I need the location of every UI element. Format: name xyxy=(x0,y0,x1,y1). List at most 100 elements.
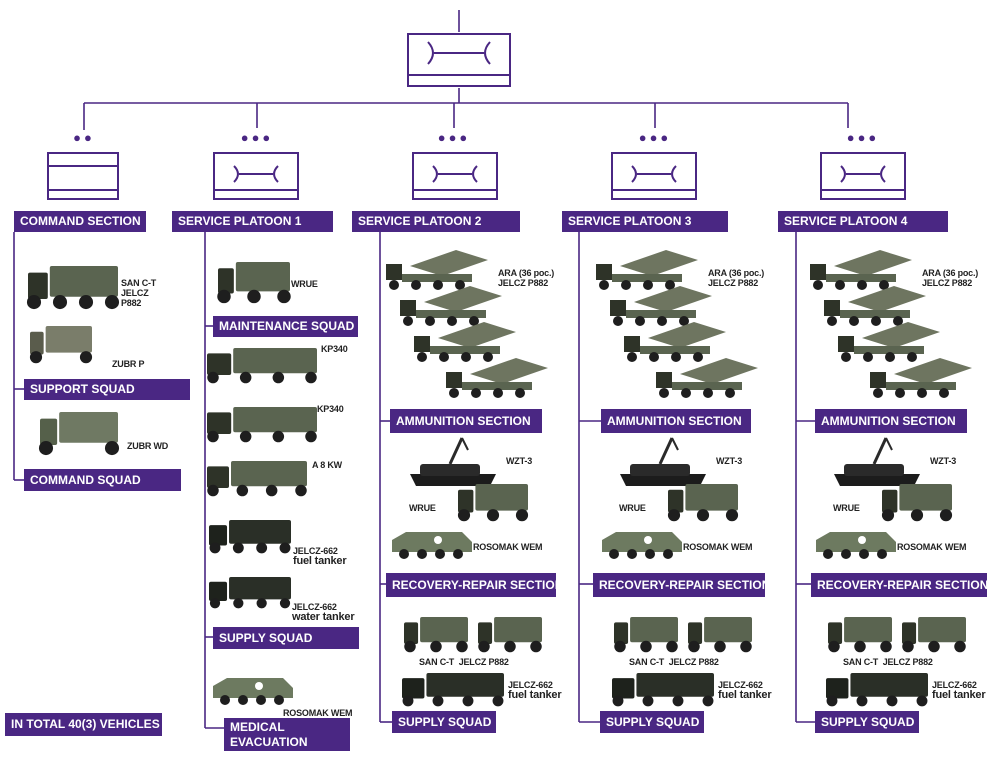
wrue-p1-text: WRUE xyxy=(291,279,318,289)
echelon-dots-icon: ●●● xyxy=(437,130,471,145)
p4-ammunition-section-label: AMMUNITION SECTION xyxy=(815,409,967,433)
echelon-dots-icon: ●● xyxy=(73,130,95,145)
vehicle-total-label: IN TOTAL 40(3) VEHICLES xyxy=(5,713,162,736)
zubr-p-vehicle-icon xyxy=(29,326,93,364)
jelcz-water-tanker-icon xyxy=(209,577,291,609)
echelon-dots-icon: ●●● xyxy=(638,130,672,145)
ara-truck-icon xyxy=(610,286,712,326)
wrue-truck-icon xyxy=(457,484,529,522)
jelcz-fuel-tanker-icon xyxy=(209,520,291,554)
san-ct-truck-icon xyxy=(404,617,468,653)
wrue-truck-icon xyxy=(667,484,739,522)
jelcz-fuel-p1-sub: fuel tanker xyxy=(293,555,347,567)
p2-recovery-repair-section-label: RECOVERY-REPAIR SECTION xyxy=(386,573,563,597)
p2-ara-text: ARA (36 poc.) JELCZ P882 xyxy=(498,268,555,288)
ara-truck-icon xyxy=(386,250,488,290)
ara-truck-icon xyxy=(824,286,926,326)
battalion-maintenance-symbol-icon xyxy=(407,33,511,87)
p4-ara-text: ARA (36 poc.) JELCZ P882 xyxy=(922,268,979,288)
rosomak-wem-icon xyxy=(213,678,293,705)
ara-truck-icon xyxy=(656,358,758,398)
p4-wzt3-text: WZT-3 xyxy=(930,456,956,466)
p2-jelcz-fuel-sub: fuel tanker xyxy=(508,689,562,701)
rosomak-wem-icon xyxy=(602,532,682,559)
p3-ammunition-section-label: AMMUNITION SECTION xyxy=(601,409,751,433)
p2-supply-squad-label: SUPPLY SQUAD xyxy=(392,711,496,733)
supply-squad-label: SUPPLY SQUAD xyxy=(213,627,359,649)
p4-wrue-text: WRUE xyxy=(833,503,860,513)
ara-truck-icon xyxy=(870,358,972,398)
command-section-header: COMMAND SECTION xyxy=(14,211,146,232)
jelcz-p882-truck-icon xyxy=(902,617,966,653)
rosomak-wem-icon xyxy=(392,532,472,559)
service-platoon-1-header: SERVICE PLATOON 1 xyxy=(172,211,333,232)
p3-wzt3-text: WZT-3 xyxy=(716,456,742,466)
support-squad-label: SUPPORT SQUAD xyxy=(24,379,190,400)
jelcz-fuel-tanker-icon xyxy=(826,673,928,707)
p3-recovery-repair-section-label: RECOVERY-REPAIR SECTION xyxy=(593,573,770,597)
p2-ammunition-section-label: AMMUNITION SECTION xyxy=(390,409,542,433)
kp340-b-text: KP340 xyxy=(317,404,344,414)
rosomak-p1-text: ROSOMAK WEM xyxy=(283,708,353,718)
p3-jelcz-fuel-model: JELCZ-662 xyxy=(718,680,763,690)
platoon-maintenance-symbol-icon xyxy=(611,152,697,200)
p2-wzt3-text: WZT-3 xyxy=(506,456,532,466)
p3-rosomak-text: ROSOMAK WEM xyxy=(683,542,753,552)
jelcz-fuel-tanker-icon xyxy=(612,673,714,707)
kp340-truck-icon xyxy=(207,348,317,384)
ara-truck-icon xyxy=(446,358,548,398)
p4-jelcz-fuel-sub: fuel tanker xyxy=(932,689,986,701)
p3-supply-squad-label: SUPPLY SQUAD xyxy=(600,711,704,733)
p4-jelcz-fuel-model: JELCZ-662 xyxy=(932,680,977,690)
wrue-truck-icon xyxy=(881,484,953,522)
jelcz-fuel-tanker-icon xyxy=(402,673,504,707)
zubr-p-text: ZUBR P xyxy=(112,359,145,369)
ara-truck-icon xyxy=(810,250,912,290)
jelcz-water-p1-sub: water tanker xyxy=(292,611,355,623)
ara-truck-icon xyxy=(624,322,726,362)
p4-supply-squad-label: SUPPLY SQUAD xyxy=(815,711,919,733)
kp340-a-text: KP340 xyxy=(321,344,348,354)
p3-wrue-text: WRUE xyxy=(619,503,646,513)
zubr-wd-text: ZUBR WD xyxy=(127,441,169,451)
kp340-truck-icon xyxy=(207,407,317,443)
maintenance-squad-label: MAINTENANCE SQUAD xyxy=(213,316,358,337)
wrue-truck-icon xyxy=(217,262,291,304)
ara-truck-icon xyxy=(596,250,698,290)
wzt3-recovery-tank-icon xyxy=(834,437,920,486)
platoon-maintenance-symbol-icon xyxy=(820,152,906,200)
rosomak-wem-icon xyxy=(816,532,896,559)
echelon-dots-icon: ●●● xyxy=(240,130,274,145)
p2-jelcz-fuel-model: JELCZ-662 xyxy=(508,680,553,690)
p3-san-jelcz-text: SAN C-T JELCZ P882 xyxy=(629,657,719,667)
wzt3-recovery-tank-icon xyxy=(620,437,706,486)
ara-truck-icon xyxy=(400,286,502,326)
section-symbol-icon xyxy=(47,152,119,200)
san-ct-truck-icon xyxy=(614,617,678,653)
medical-evacuation-group-label: MEDICAL EVACUATION GROUP xyxy=(224,718,350,764)
a8kw-truck-icon xyxy=(207,461,307,497)
p2-wrue-text: WRUE xyxy=(409,503,436,513)
platoon-maintenance-symbol-icon xyxy=(412,152,498,200)
p2-san-jelcz-text: SAN C-T JELCZ P882 xyxy=(419,657,509,667)
platoon-maintenance-symbol-icon xyxy=(213,152,299,200)
san-ct-jelcz-text: SAN C-T JELCZ P882 xyxy=(121,278,157,308)
echelon-dots-icon: ●●● xyxy=(846,130,880,145)
jelcz-fuel-p1-model: JELCZ-662 xyxy=(293,546,338,556)
service-platoon-3-header: SERVICE PLATOON 3 xyxy=(562,211,728,232)
p4-san-jelcz-text: SAN C-T JELCZ P882 xyxy=(843,657,933,667)
san-ct-truck-icon xyxy=(828,617,892,653)
jelcz-water-p1-model: JELCZ-662 xyxy=(292,602,337,612)
command-squad-label: COMMAND SQUAD xyxy=(24,469,181,491)
a8kw-text: A 8 KW xyxy=(312,460,342,470)
p4-rosomak-text: ROSOMAK WEM xyxy=(897,542,967,552)
jelcz-p882-truck-icon xyxy=(478,617,542,653)
p4-recovery-repair-section-label: RECOVERY-REPAIR SECTION xyxy=(811,573,988,597)
